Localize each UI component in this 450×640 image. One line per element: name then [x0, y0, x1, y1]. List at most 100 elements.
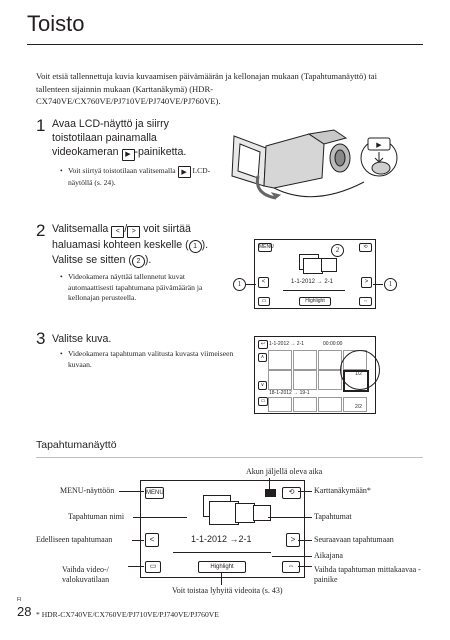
scroll-up-button[interactable]: ∧ — [258, 353, 267, 362]
event-date: 1-1-2012 →2-1 — [191, 534, 252, 544]
event-view-screen-large: MENU ⟲ < > 1-1-2012 →2-1 ▭ Highlight ⇔ — [140, 480, 305, 578]
callout-circle-1-right: 1 — [384, 278, 397, 291]
section-rule — [36, 457, 423, 458]
label-next-event: Seuraavaan tapahtumaan — [314, 535, 394, 544]
label-event-name: Tapahtuman nimi — [68, 512, 125, 521]
index-time: 00:00:00 — [323, 341, 343, 347]
leader-line — [133, 517, 187, 518]
page-number: 28 — [17, 604, 32, 619]
label-timeline: Aikajana — [314, 551, 343, 560]
timeline — [283, 290, 345, 291]
grid-thumbnail[interactable] — [268, 370, 292, 390]
battery-icon — [265, 489, 276, 497]
camera-body — [263, 133, 325, 189]
index-date-bottom: 18-1-2012 → 19-1 — [269, 390, 310, 396]
footnote: * HDR-CX740VE/CX760VE/PJ710VE/PJ740VE/PJ… — [36, 610, 219, 619]
grid-thumbnail[interactable] — [318, 370, 342, 390]
playback-icon: ▶ — [121, 149, 135, 161]
grid-thumbnail[interactable] — [268, 397, 292, 412]
title-rule — [27, 44, 423, 45]
step-1-bullet-b: LCD-näytöllä (s. 24). — [68, 166, 211, 187]
menu-button[interactable]: MENU — [145, 487, 164, 499]
grid-thumbnail[interactable] — [293, 350, 317, 370]
step-1-text-a: Avaa LCD-näyttö ja siirry toistotilaan p… — [52, 118, 169, 158]
leader-line — [132, 540, 144, 541]
leader-line — [269, 478, 270, 492]
scroll-down-button[interactable]: ∨ — [258, 381, 267, 390]
step-2-text-d: ). — [144, 254, 152, 266]
step-2-number: 2 — [36, 221, 46, 240]
step-2-text-a: Valitsemalla — [52, 223, 109, 235]
step-1-bullet-a: Voit siirtyä toistotilaan valitsemalla — [68, 166, 176, 175]
back-button[interactable]: ↩ — [258, 340, 268, 349]
grid-thumbnail[interactable] — [318, 350, 342, 370]
section-title: Tapahtumanäyttö — [36, 439, 117, 451]
grid-thumbnail[interactable] — [343, 397, 367, 412]
event-thumbnail[interactable] — [253, 505, 271, 521]
leader-line — [221, 573, 222, 585]
step-2-text-b: voit siirtää haluamasi kohteen keskelle … — [52, 223, 191, 251]
circle-1: 1 — [188, 240, 202, 253]
grid-thumbnail[interactable] — [318, 397, 342, 412]
event-thumbnail[interactable] — [321, 258, 337, 272]
event-thumbnail[interactable] — [209, 501, 239, 525]
callout-circle-1: 1 — [233, 278, 246, 291]
prev-icon: < — [111, 226, 125, 238]
next-event-button[interactable]: > — [361, 277, 372, 288]
intro-paragraph: Voit etsiä tallennettuja kuvia kuvaamise… — [36, 71, 377, 107]
rotate-arrow — [273, 181, 365, 198]
menu-button[interactable]: MENU — [258, 243, 274, 252]
playback-icon: ▶ — [177, 166, 191, 178]
callout-line — [373, 284, 383, 285]
timeline — [173, 552, 271, 553]
mode-toggle-button[interactable]: ▭ — [258, 397, 268, 406]
bullet-dot: • — [60, 166, 63, 175]
step-1-text-b: -painiketta. — [134, 146, 187, 158]
step-3-text: Valitse kuva. — [52, 333, 112, 345]
next-icon: > — [127, 226, 141, 238]
page-language: FI — [17, 597, 22, 603]
mode-toggle-button[interactable]: ▭ — [258, 297, 270, 306]
map-view-button[interactable]: ⟲ — [359, 243, 372, 252]
step-2-text: Valitsemalla </> voit siirtää haluamasi … — [52, 223, 209, 268]
index-counter-2: 2/2 — [355, 404, 362, 410]
leader-line — [298, 540, 312, 541]
mode-toggle-button[interactable]: ▭ — [145, 561, 161, 573]
scale-button[interactable]: ⇔ — [359, 297, 372, 306]
next-event-button[interactable]: > — [286, 533, 300, 547]
scale-button[interactable]: ⇔ — [282, 561, 300, 573]
map-view-button[interactable]: ⟲ — [282, 487, 301, 499]
bullet-dot: • — [60, 349, 63, 358]
grid-thumbnail[interactable] — [268, 350, 292, 370]
leader-line — [298, 566, 312, 567]
leader-line — [268, 517, 312, 518]
highlight-button[interactable]: Highlight — [299, 297, 331, 306]
prev-event-button[interactable]: < — [145, 533, 159, 547]
svg-text:▶: ▶ — [376, 142, 382, 149]
prev-event-button[interactable]: < — [258, 277, 269, 288]
label-remaining-time: Akun jäljellä oleva aika — [246, 467, 323, 476]
event-date: 1-1-2012 → 2-1 — [291, 279, 334, 285]
callout-circle-2: 2 — [331, 244, 344, 257]
step-2-bullet: • Videokamera näyttää tallennetut kuvat … — [60, 272, 220, 304]
leader-line — [128, 566, 144, 567]
leader-line — [119, 491, 144, 492]
highlight-button[interactable]: Highlight — [198, 561, 246, 573]
step-3-bullet: • Videokamera tapahtuman valitusta kuvas… — [60, 349, 250, 370]
index-date-top: 1-1-2012 → 2-1 — [269, 341, 305, 347]
selection-highlight-circle — [340, 350, 380, 390]
label-prev-event: Edelliseen tapahtumaan — [36, 535, 113, 544]
label-mode-toggle: Vaihda video-/ valokuvatilaan — [62, 565, 110, 584]
event-thumbnail[interactable] — [303, 258, 323, 274]
leader-line — [272, 556, 312, 557]
label-highlight: Voit toistaa lyhyitä videoita (s. 43) — [172, 586, 283, 595]
step-2-bullet-text: Videokamera näyttää tallennetut kuvat au… — [68, 272, 203, 302]
label-events: Tapahtumat — [314, 512, 352, 521]
event-thumbnail[interactable] — [235, 503, 255, 523]
grid-thumbnail[interactable] — [293, 397, 317, 412]
step-3-number: 3 — [36, 329, 46, 348]
index-screen: ↩ 1-1-2012 → 2-1 00:00:00 ∧ ∨ ▭ 1/2 18-1… — [254, 336, 376, 414]
grid-thumbnail[interactable] — [293, 370, 317, 390]
leader-line — [298, 491, 312, 492]
step-3-bullet-text: Videokamera tapahtuman valitusta kuvasta… — [68, 349, 234, 369]
